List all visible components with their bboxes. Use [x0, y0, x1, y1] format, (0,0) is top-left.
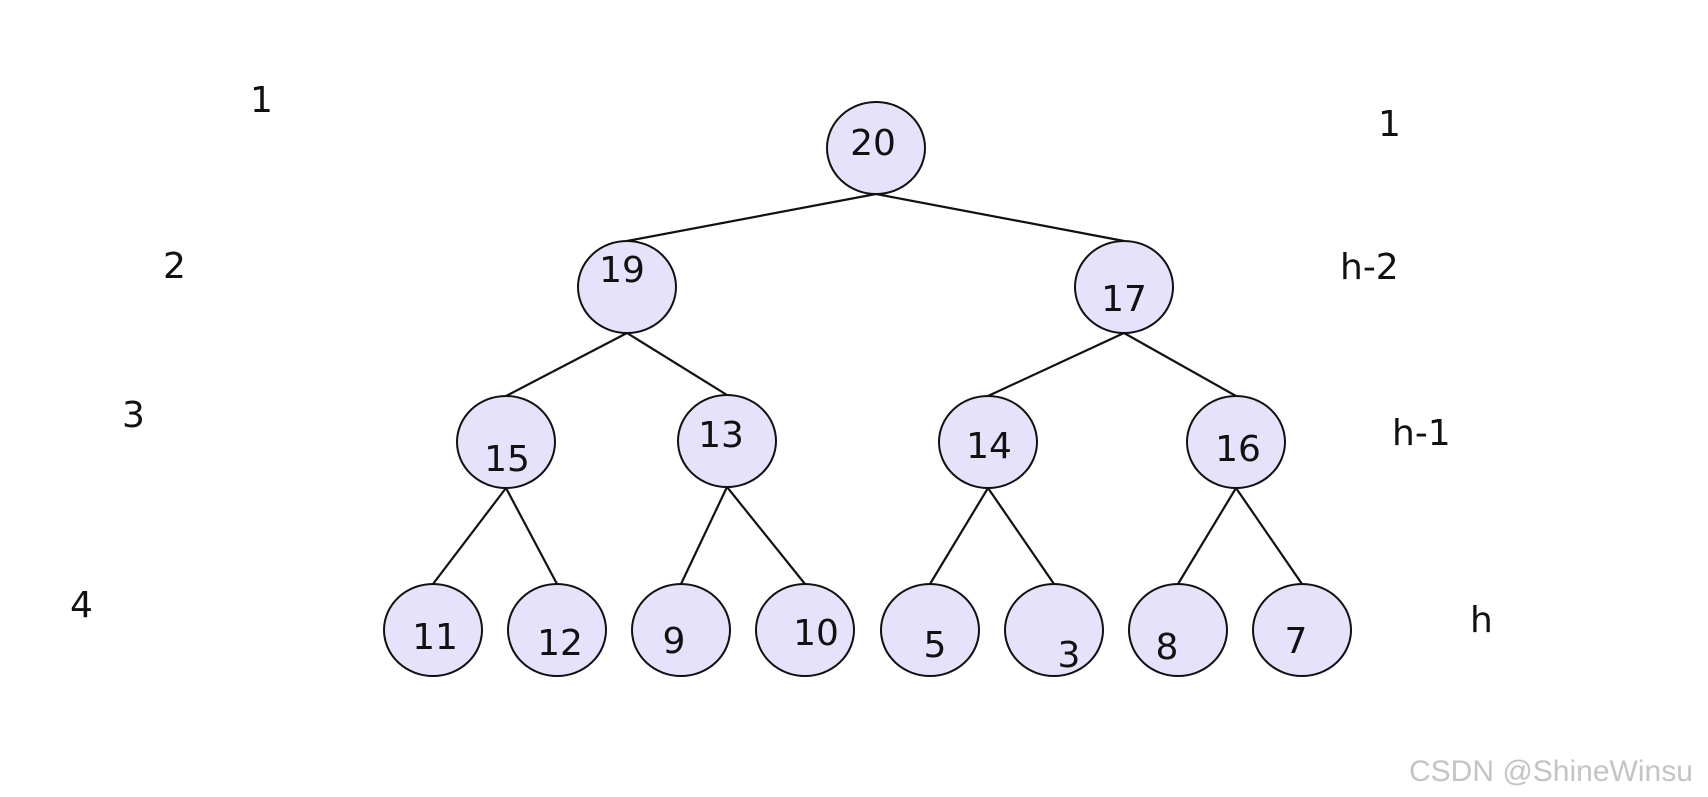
tree-node-circle — [1186, 395, 1286, 489]
tree-node-circle — [383, 583, 483, 677]
tree-node-circle — [1004, 583, 1104, 677]
tree-node: 19 — [577, 240, 677, 334]
left-level-label-3: 3 — [122, 395, 145, 436]
tree-node: 11 — [383, 583, 483, 677]
tree-node-label: 17 — [1101, 279, 1147, 320]
tree-node: 13 — [677, 394, 777, 488]
tree-edge — [626, 332, 728, 396]
tree-node-circle — [1074, 240, 1174, 334]
tree-node-label: 16 — [1215, 429, 1261, 470]
tree-node-circle — [577, 240, 677, 334]
tree-edge — [987, 487, 1055, 585]
tree-edge — [987, 332, 1125, 397]
right-level-label-2: h-2 — [1340, 247, 1399, 288]
tree-node-circle — [1128, 583, 1228, 677]
tree-node: 14 — [938, 395, 1038, 489]
tree-node: 5 — [880, 583, 980, 677]
tree-node-label: 14 — [966, 426, 1012, 467]
tree-edge — [505, 332, 628, 397]
tree-node-label: 8 — [1156, 627, 1179, 668]
right-level-label-3: h-1 — [1392, 413, 1451, 454]
tree-node-circle — [880, 583, 980, 677]
tree-node-label: 10 — [793, 613, 839, 654]
tree-edge — [432, 487, 507, 585]
tree-node-circle — [938, 395, 1038, 489]
tree-edge — [1235, 487, 1303, 585]
tree-node: 20 — [826, 101, 926, 195]
right-level-label-4: h — [1470, 600, 1493, 641]
tree-node-circle — [755, 583, 855, 677]
tree-node: 15 — [456, 395, 556, 489]
tree-node: 7 — [1252, 583, 1352, 677]
tree-edge — [1177, 487, 1237, 585]
tree-node-circle — [677, 394, 777, 488]
tree-node: 16 — [1186, 395, 1286, 489]
tree-node-label: 7 — [1285, 621, 1308, 662]
tree-node-label: 20 — [850, 123, 896, 164]
tree-node-label: 13 — [698, 415, 744, 456]
tree-node-circle — [631, 583, 731, 677]
tree-edge — [1123, 332, 1237, 397]
tree-edge — [505, 487, 558, 585]
tree-node: 12 — [507, 583, 607, 677]
tree-node-label: 5 — [924, 625, 947, 666]
left-level-labels: 1 2 3 4 — [70, 80, 273, 626]
right-level-label-1: 1 — [1378, 104, 1401, 145]
tree-node-circle — [826, 101, 926, 195]
tree-edge — [680, 486, 728, 585]
tree-edge — [929, 487, 989, 585]
tree-node: 9 — [631, 583, 731, 677]
tree-node-circle — [1252, 583, 1352, 677]
tree-edges — [432, 192, 1303, 585]
left-level-label-4: 4 — [70, 585, 93, 626]
tree-node: 10 — [755, 583, 855, 677]
left-level-label-2: 2 — [163, 246, 186, 287]
tree-node-label: 12 — [537, 623, 583, 664]
left-level-label-1: 1 — [250, 80, 273, 121]
tree-node-label: 11 — [412, 617, 458, 658]
tree-node: 17 — [1074, 240, 1174, 334]
tree-node-label: 9 — [663, 621, 686, 662]
tree-edge — [726, 486, 806, 585]
tree-node: 8 — [1128, 583, 1228, 677]
tree-nodes: 20 19 17 15 13 14 16 11 12 9 10 5 3 8 7 — [383, 101, 1352, 677]
tree-node-label: 19 — [599, 250, 645, 291]
tree-node-circle — [507, 583, 607, 677]
tree-node: 3 — [1004, 583, 1104, 677]
tree-edge — [626, 192, 877, 243]
tree-node-label: 3 — [1058, 635, 1081, 676]
watermark-text: CSDN @ShineWinsu — [1409, 755, 1693, 788]
tree-node-circle — [456, 395, 556, 489]
tree-node-label: 15 — [484, 439, 530, 480]
right-level-labels: 1 h-2 h-1 h — [1340, 104, 1493, 641]
tree-edge — [875, 192, 1125, 243]
